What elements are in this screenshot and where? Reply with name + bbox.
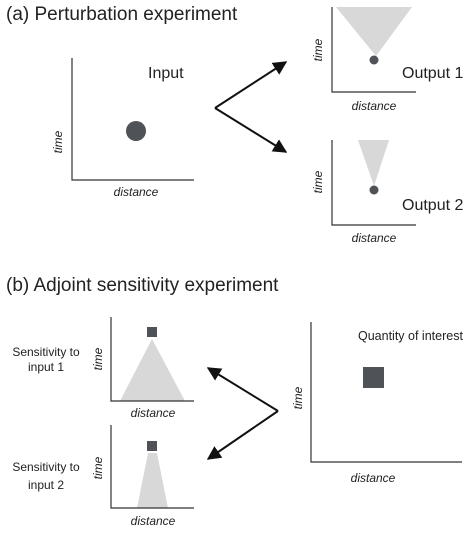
input-plot-axes (71, 58, 194, 181)
output-1-label: Output 1 (402, 65, 463, 82)
sensitivity-1-axes (110, 317, 194, 402)
output-1-plot: Output 1 time distance (311, 7, 463, 113)
quantity-of-interest-axes (310, 322, 462, 463)
sensitivity-2-y-label: time (91, 456, 105, 479)
sensitivity-2-x-label: distance (131, 514, 176, 528)
input-label: Input (148, 65, 184, 82)
input-plot: Input time distance (51, 58, 194, 199)
sensitivity-2-axes (110, 425, 194, 509)
output-2-response-cone (358, 140, 389, 186)
sensitivity-2-label-line-1: Sensitivity to (12, 460, 80, 474)
output-1-response-cone (336, 7, 412, 56)
output-1-x-label: distance (352, 99, 397, 113)
quantity-of-interest-plot: Quantity of interest time distance (291, 322, 463, 485)
quantity-of-interest-x-label: distance (351, 471, 396, 485)
input-perturbation-dot (126, 121, 146, 141)
sensitivity-1-label-line-1: Sensitivity to (12, 345, 80, 359)
sensitivity-2-label-line-2: input 2 (28, 478, 64, 492)
output-2-x-label: distance (352, 231, 397, 245)
adjoint-arrows (206, 367, 279, 460)
sensitivity-1-x-label: distance (131, 406, 176, 420)
sensitivity-1-y-label: time (91, 347, 105, 370)
output-2-label: Output 2 (402, 197, 463, 214)
sensitivity-2-plot: time distance (91, 425, 194, 528)
output-1-dot (369, 55, 379, 65)
arrow-to-sensitivity-2 (206, 410, 279, 460)
quantity-of-interest-label: Quantity of interest (358, 329, 463, 343)
sensitivity-2-cone (137, 453, 168, 508)
arrow-to-sensitivity-1 (206, 367, 279, 412)
quantity-of-interest-y-label: time (291, 386, 305, 409)
forward-arrows (214, 61, 288, 153)
arrow-to-output-1 (214, 61, 288, 109)
panel-b-title: (b) Adjoint sensitivity experiment (6, 275, 279, 296)
panel-b: (b) Adjoint sensitivity experiment Sensi… (6, 275, 463, 528)
input-plot-x-label: distance (114, 185, 159, 199)
quantity-of-interest-square (363, 367, 384, 388)
sensitivity-2-square (147, 441, 157, 451)
sensitivity-1-label-line-2: input 1 (28, 360, 64, 374)
sensitivity-1-cone (120, 339, 185, 401)
output-2-plot-axes (331, 140, 416, 226)
output-2-plot: Output 2 time distance (311, 140, 463, 245)
output-2-y-label: time (311, 170, 325, 193)
output-1-y-label: time (311, 38, 325, 61)
panel-a: (a) Perturbation experiment Input time d… (6, 4, 463, 245)
input-plot-y-label: time (51, 130, 65, 153)
sensitivity-1-square (147, 327, 157, 337)
arrow-to-output-2 (214, 107, 288, 153)
output-1-plot-axes (331, 7, 416, 93)
sensitivity-1-plot: time distance (91, 317, 194, 420)
panel-a-title: (a) Perturbation experiment (6, 4, 238, 25)
output-2-dot (369, 185, 379, 195)
